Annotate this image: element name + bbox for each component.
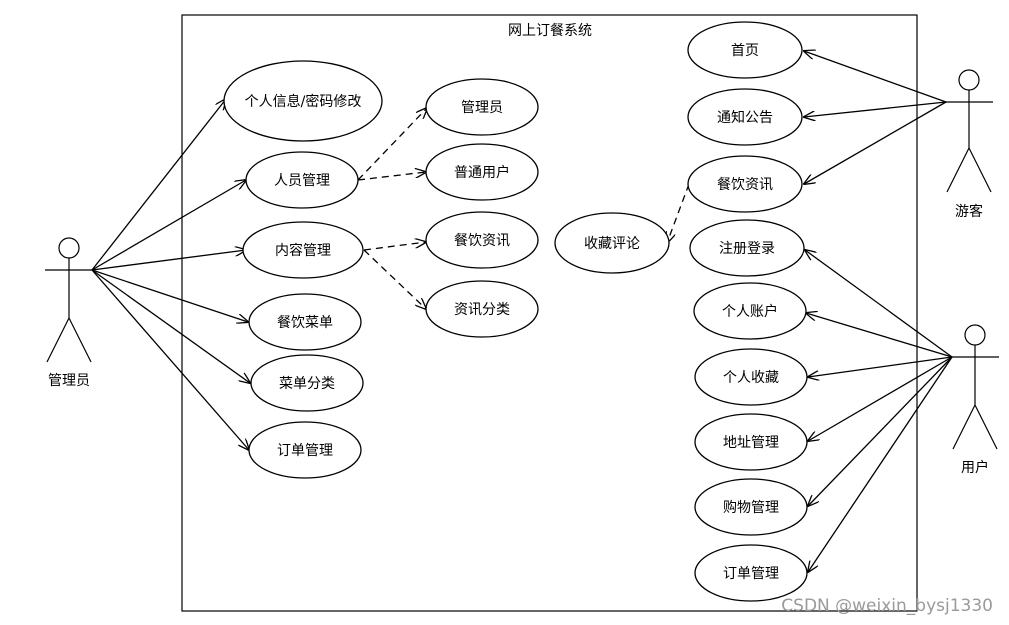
use-case-personal-account: 个人账户 (693, 282, 807, 340)
svg-text:资讯分类: 资讯分类 (454, 302, 510, 318)
use-case-food-menu: 餐饮菜单 (248, 293, 362, 351)
system-title: 网上订餐系统 (508, 23, 592, 39)
svg-text:订单管理: 订单管理 (277, 443, 333, 459)
actor-user (951, 324, 999, 450)
use-case-home: 首页 (687, 21, 803, 79)
svg-text:注册登录: 注册登录 (719, 241, 775, 257)
svg-text:餐饮菜单: 餐饮菜单 (277, 315, 333, 331)
svg-text:个人收藏: 个人收藏 (723, 370, 779, 386)
use-case-address-mgmt: 地址管理 (694, 413, 808, 471)
use-case-notice: 通知公告 (687, 88, 803, 146)
actor-guest (945, 69, 993, 193)
svg-text:餐饮资讯: 餐饮资讯 (717, 177, 773, 193)
svg-text:管理员: 管理员 (461, 100, 503, 116)
svg-text:订单管理: 订单管理 (723, 566, 779, 582)
svg-text:收藏评论: 收藏评论 (584, 236, 640, 252)
use-case-register-login: 注册登录 (689, 219, 805, 277)
use-case-news-category: 资讯分类 (425, 280, 539, 338)
svg-text:首页: 首页 (731, 43, 759, 59)
svg-text:个人账户: 个人账户 (722, 303, 778, 320)
use-case-order-mgmt-user: 订单管理 (694, 544, 808, 602)
svg-text:地址管理: 地址管理 (723, 435, 779, 451)
use-case-content-mgmt: 内容管理 (242, 221, 364, 279)
svg-text:通知公告: 通知公告 (717, 109, 773, 126)
actor-admin-label: 管理员 (48, 373, 90, 389)
guest-associations (804, 51, 947, 184)
use-case-order-mgmt-admin: 订单管理 (248, 421, 362, 479)
admin-associations (91, 99, 250, 450)
use-case-collect-comment: 收藏评论 (554, 212, 670, 274)
svg-text:人员管理: 人员管理 (274, 173, 330, 189)
use-case-menu-category: 菜单分类 (250, 354, 364, 412)
system-boundary (181, 14, 918, 612)
use-case-personal-info: 个人信息/密码修改 (223, 60, 383, 142)
use-case-staff-mgmt: 人员管理 (245, 151, 359, 209)
include-relations (357, 108, 690, 309)
svg-text:普通用户: 普通用户 (454, 164, 510, 181)
svg-text:餐饮资讯: 餐饮资讯 (454, 233, 510, 249)
use-case-normal-user: 普通用户 (425, 143, 539, 201)
use-case-personal-collect: 个人收藏 (694, 348, 808, 406)
actor-user-label: 用户 (961, 459, 989, 476)
svg-text:内容管理: 内容管理 (275, 242, 331, 259)
actor-admin (45, 237, 93, 363)
watermark: CSDN @weixin_bysj1330 (781, 596, 993, 616)
svg-text:购物管理: 购物管理 (723, 500, 779, 516)
actor-guest-label: 游客 (955, 203, 983, 220)
use-case-admin-sub: 管理员 (425, 78, 539, 136)
use-case-food-news-admin: 餐饮资讯 (425, 211, 539, 269)
svg-text:个人信息/密码修改: 个人信息/密码修改 (245, 93, 362, 110)
use-case-food-news: 餐饮资讯 (687, 155, 803, 213)
svg-text:菜单分类: 菜单分类 (279, 376, 335, 392)
user-associations (805, 250, 953, 572)
use-case-shopping-mgmt: 购物管理 (694, 478, 808, 536)
